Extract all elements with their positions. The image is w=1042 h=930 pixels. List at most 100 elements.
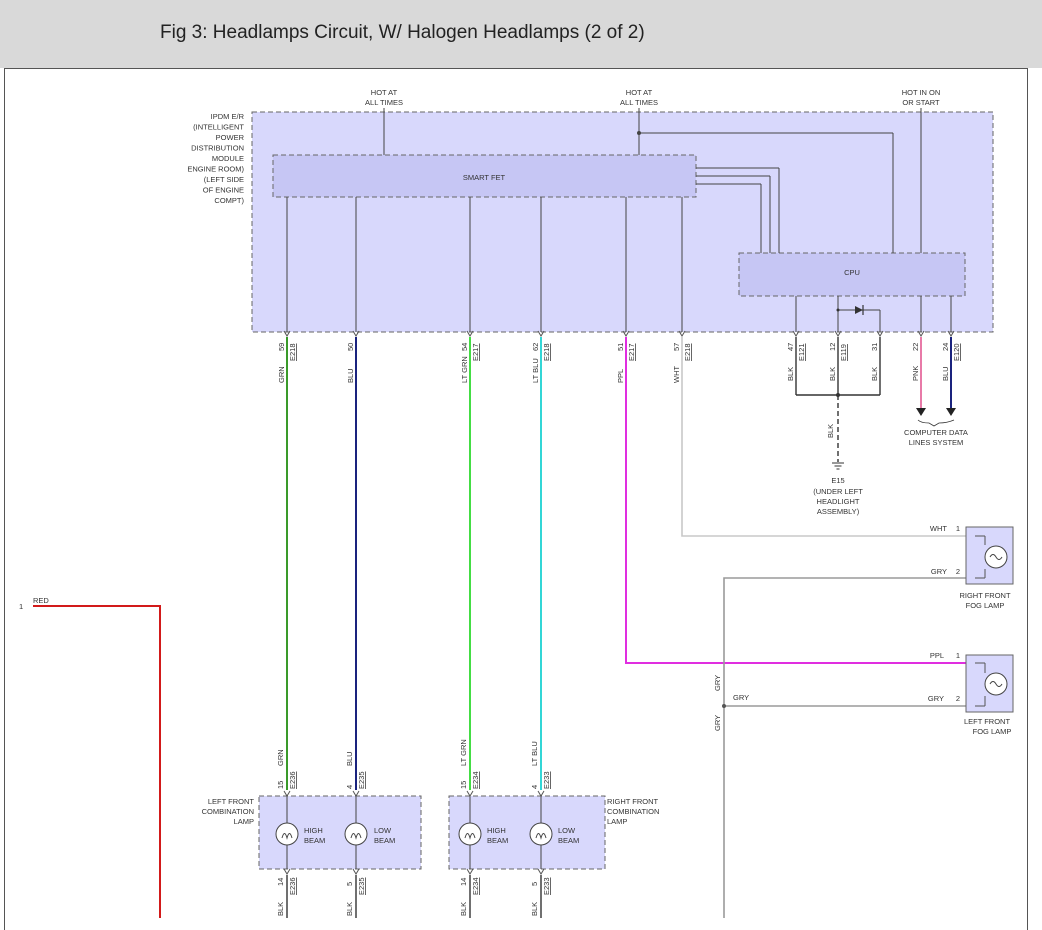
- power-label: ALL TIMES: [620, 98, 658, 107]
- left-fog-label: LEFT FRONT: [964, 717, 1011, 726]
- combo-connector-id: E235: [357, 771, 366, 789]
- data-lines-label: LINES SYSTEM: [909, 438, 964, 447]
- combo-wire-color: BLK: [530, 902, 539, 916]
- data-line-arrows-icon: [916, 408, 956, 427]
- ipdm-connector-id: E218: [683, 343, 692, 361]
- combo-connector-id: E234: [471, 877, 480, 895]
- ipdm-pin-number: 54: [460, 343, 469, 351]
- ipdm-connector-id: E121: [797, 343, 806, 361]
- connector-pin-mark: [622, 330, 630, 337]
- gry-splice-label: GRY: [733, 693, 749, 702]
- left-combo-label: LEFT FRONT: [208, 797, 255, 806]
- connector-pin-mark: [537, 790, 545, 797]
- ipdm-wire-color: WHT: [672, 366, 681, 383]
- connector-pin-mark: [352, 790, 360, 797]
- connector-pin-mark: [466, 790, 474, 797]
- ipdm-wire-color: GRN: [277, 366, 286, 383]
- ipdm-internal-wiring: [286, 108, 952, 332]
- power-label: OR START: [902, 98, 940, 107]
- combo-wire-color: BLK: [276, 902, 285, 916]
- ipdm-wire-color: PNK: [911, 366, 920, 381]
- cpu-box: [738, 252, 966, 297]
- connector-pin-mark: [792, 330, 800, 337]
- gry-splice-dot: [722, 704, 726, 708]
- ground-splice-dot: [836, 393, 840, 397]
- high-beam-label: BEAM: [304, 836, 325, 845]
- ipdm-label-line: MODULE: [212, 154, 244, 163]
- left-fog-label: FOG LAMP: [973, 727, 1012, 736]
- combo-wire-color: BLK: [345, 902, 354, 916]
- low-beam-label: LOW: [374, 826, 392, 835]
- ipdm-wire-color: BLU: [346, 368, 355, 383]
- combo-pin-number: 15: [459, 781, 468, 789]
- ipdm-label-line: OF ENGINE: [203, 186, 244, 195]
- ipdm-connector-id: E218: [288, 343, 297, 361]
- power-label: ALL TIMES: [365, 98, 403, 107]
- combo-pin-number: 5: [530, 882, 539, 886]
- ipdm-pin-number: 57: [672, 343, 681, 351]
- ipdm-wire-color: BLK: [870, 367, 879, 381]
- red-wire-color: RED: [33, 596, 49, 605]
- ipdm-connector-id: E218: [542, 343, 551, 361]
- gry-splice-label: GRY: [713, 715, 722, 731]
- high-beam-label: HIGH: [487, 826, 506, 835]
- ipdm-connector-id: E217: [471, 343, 480, 361]
- power-label: HOT IN ON: [902, 88, 941, 97]
- ipdm-pin-number: 51: [616, 343, 625, 351]
- right-fog-pin-color: WHT: [930, 524, 947, 533]
- connector-pin-mark: [352, 868, 360, 875]
- bulb-icon: [275, 822, 299, 846]
- left-fog-pin-color: PPL: [930, 651, 944, 660]
- ipdm-pin-number: 22: [911, 343, 920, 351]
- right-fog-pin-color: GRY: [931, 567, 947, 576]
- power-label: HOT AT: [371, 88, 398, 97]
- data-lines-label: COMPUTER DATA: [904, 428, 968, 437]
- red-wire-pin: 1: [19, 602, 23, 611]
- right-combo-label: COMBINATION: [607, 807, 659, 816]
- ipdm-wire-color: BLK: [828, 367, 837, 381]
- ground-location: HEADLIGHT: [817, 497, 860, 506]
- ipdm-label-line: POWER: [216, 133, 245, 142]
- combo-pin-number: 15: [276, 781, 285, 789]
- bulb-icon: [344, 822, 368, 846]
- ipdm-pin-number: 47: [786, 343, 795, 351]
- ground-location: (UNDER LEFT: [813, 487, 863, 496]
- connector-pin-mark: [283, 330, 291, 337]
- connector-pin-mark: [834, 330, 842, 337]
- high-beam-label: BEAM: [487, 836, 508, 845]
- left-combo-label: LAMP: [234, 817, 254, 826]
- ipdm-label-line: DISTRIBUTION: [191, 144, 244, 153]
- connector-pin-mark: [876, 330, 884, 337]
- ipdm-pin-number: 31: [870, 343, 879, 351]
- ipdm-pin-number: 59: [277, 343, 286, 351]
- figure-header: Fig 3: Headlamps Circuit, W/ Halogen Hea…: [0, 0, 1042, 68]
- left-fog-lamp: [965, 654, 1014, 713]
- combo-pin-number: 5: [345, 882, 354, 886]
- bulb-icon: [458, 822, 482, 846]
- combo-pin-number: 4: [345, 785, 354, 789]
- combo-connector-id: E236: [288, 877, 297, 895]
- connector-pin-mark: [917, 330, 925, 337]
- right-fog-pin-number: 1: [956, 524, 960, 533]
- combo-pin-number: 14: [459, 878, 468, 886]
- ground-icon: [832, 462, 844, 470]
- left-fog-pin-number: 2: [956, 694, 960, 703]
- ipdm-connector-id: E217: [627, 343, 636, 361]
- connector-pin-mark: [283, 868, 291, 875]
- gry-splice-label: GRY: [713, 675, 722, 691]
- combo-pin-number: 4: [530, 785, 539, 789]
- figure-title: Fig 3: Headlamps Circuit, W/ Halogen Hea…: [160, 22, 645, 43]
- ipdm-wire-color: BLU: [941, 366, 950, 381]
- ipdm-connector-id: E119: [839, 344, 848, 361]
- wire-red: [33, 605, 161, 918]
- diagram-frame: [4, 68, 1028, 930]
- smart-fet-label: SMART FET: [463, 173, 506, 182]
- ipdm-connector-id: E120: [952, 343, 961, 361]
- cpu-label: CPU: [844, 268, 860, 277]
- combo-wire-color: LT BLU: [530, 741, 539, 766]
- combo-connector-id: E234: [471, 771, 480, 789]
- connector-pin-mark: [352, 330, 360, 337]
- ground-location: ASSEMBLY): [817, 507, 860, 516]
- ipdm-label-line: IPDM E/R: [211, 112, 245, 121]
